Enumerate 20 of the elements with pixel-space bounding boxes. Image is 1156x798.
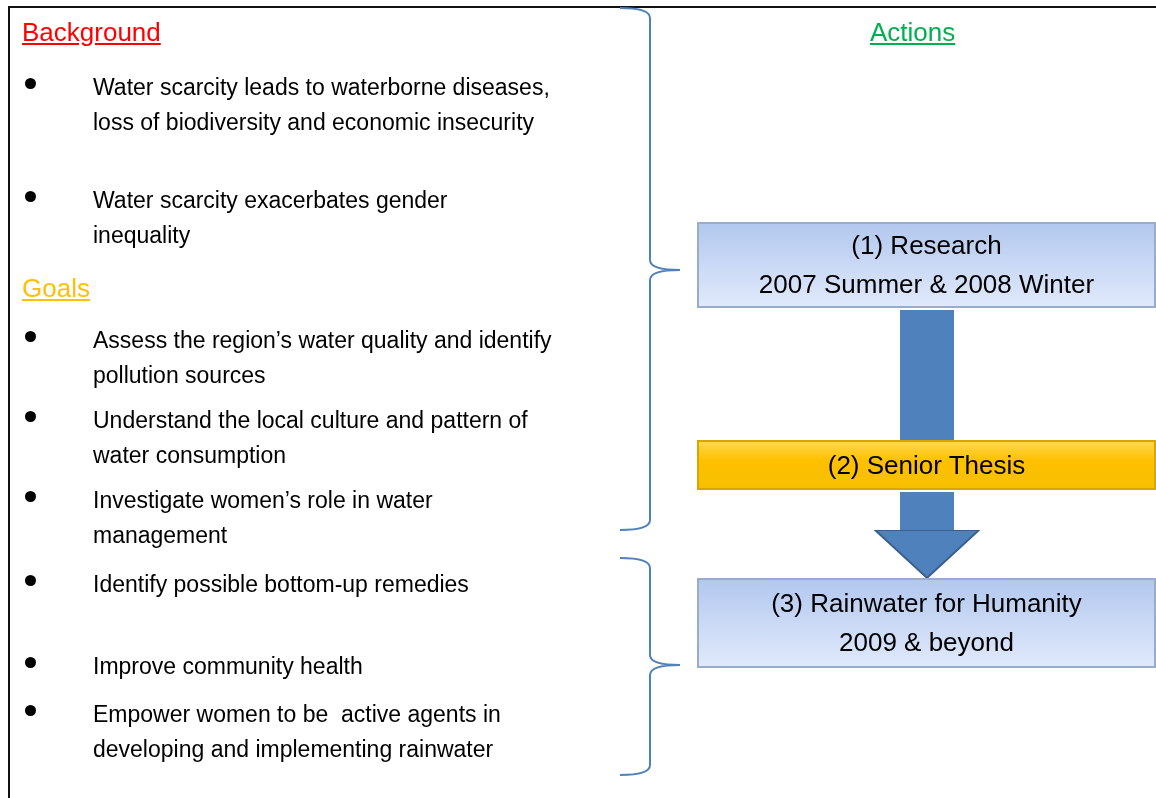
block-arrow: [874, 492, 980, 579]
bullet-text: Assess the region’s water quality and identify pollution sources: [93, 326, 553, 390]
bullet-text: Understand the local culture and pattern of water consumption: [93, 406, 529, 470]
section-heading: Goals: [22, 272, 90, 304]
section-heading: Background: [22, 16, 161, 48]
bullet-text: Improve community health: [93, 652, 364, 681]
bullet-text: Identify possible bottom-up remedies: [93, 570, 470, 599]
box-text: 2007 Summer & 2008 Winter: [758, 268, 1095, 301]
box-text: 2009 & beyond: [839, 626, 1014, 659]
box-text: (3) Rainwater for Humanity: [771, 587, 1082, 620]
box-text: (1) Research: [851, 229, 1002, 262]
process-box: [697, 222, 1156, 308]
section-heading: Actions: [870, 16, 956, 48]
bullet-text: Empower women to be active agents in developing and implementing rainwater: [93, 700, 502, 764]
box-text: (2) Senior Thesis: [827, 448, 1026, 482]
bullet-text: Investigate women’s role in water management: [93, 486, 434, 550]
bullet-text: Water scarcity leads to waterborne diseases, loss of biodiversity and economic insecurity: [93, 73, 551, 137]
process-box: [697, 578, 1156, 668]
process-box: [697, 440, 1156, 490]
bullet-text: Water scarcity exacerbates gender inequality: [93, 186, 449, 250]
